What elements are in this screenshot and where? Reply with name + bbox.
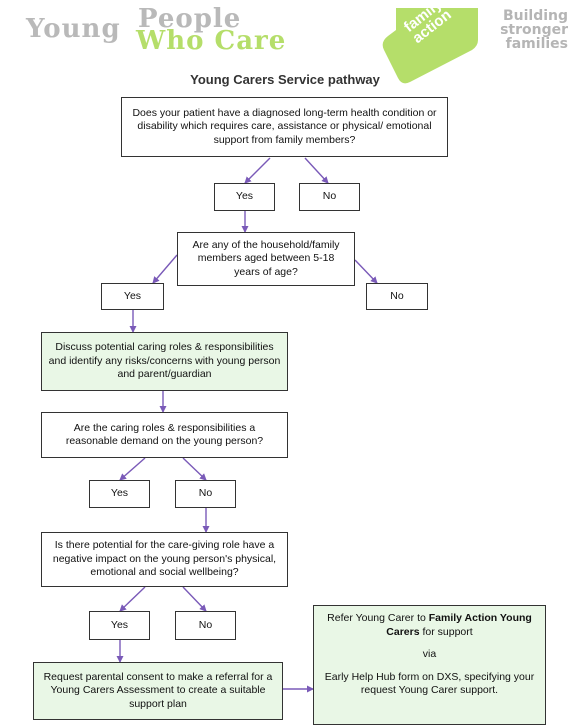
q2-yes-box: Yes — [101, 283, 164, 310]
arrow-q2-yes — [152, 254, 178, 284]
logo-word-who-care: Who Care — [136, 26, 287, 56]
q2-no-label: No — [390, 289, 404, 302]
question-negative-impact: Is there potential for the care-giving r… — [41, 532, 288, 587]
refer-young-carer-text: Refer Young Carer to Family Action Young… — [327, 612, 532, 638]
q4-yes-box: Yes — [89, 611, 150, 640]
discuss-caring-roles-text: Discuss potential caring roles & respons… — [48, 341, 281, 381]
family-action-logo-shape — [382, 8, 478, 84]
tagline: Building stronger families — [500, 8, 568, 52]
page-title: Young Carers Service pathway — [190, 72, 380, 87]
q1-no-label: No — [322, 190, 337, 203]
arrow-q4-no — [182, 586, 207, 612]
q1-yes-box: Yes — [214, 183, 275, 211]
request-parental-consent: Request parental consent to make a refer… — [33, 662, 283, 720]
request-parental-consent-text: Request parental consent to make a refer… — [43, 670, 273, 710]
question-reasonable-demand-text: Are the caring roles & responsibilities … — [65, 421, 264, 448]
question-long-term-condition-text: Does your patient have a diagnosed long-… — [132, 106, 437, 146]
q2-no-box: No — [366, 283, 428, 310]
q3-yes-label: Yes — [110, 487, 129, 500]
q1-no-box: No — [299, 183, 360, 211]
question-long-term-condition: Does your patient have a diagnosed long-… — [121, 97, 448, 157]
q3-yes-box: Yes — [89, 480, 150, 508]
arrow-q4-yes — [119, 586, 146, 612]
question-household-members-text: Are any of the household/family members … — [192, 238, 340, 278]
arrow-q2-no — [354, 259, 378, 284]
arrow-q1-no — [304, 157, 329, 184]
arrow-q3-no — [182, 457, 207, 481]
q4-no-box: No — [175, 611, 236, 640]
q1-yes-label: Yes — [235, 190, 254, 203]
q3-no-box: No — [175, 480, 236, 508]
question-reasonable-demand: Are the caring roles & responsibilities … — [41, 412, 288, 458]
q3-no-label: No — [198, 487, 213, 500]
q2-yes-label: Yes — [123, 289, 142, 302]
q4-yes-label: Yes — [110, 618, 129, 631]
arrow-q3-yes — [119, 457, 146, 481]
question-household-members: Are any of the household/family members … — [177, 232, 355, 286]
family-action-young-carers-label: Family Action Young Carers — [386, 612, 532, 638]
discuss-caring-roles: Discuss potential caring roles & respons… — [41, 332, 288, 391]
family-action-logo: family action — [382, 0, 482, 84]
refer-via-label: via — [422, 648, 437, 660]
q4-no-label: No — [198, 618, 213, 631]
arrow-q1-yes — [244, 157, 271, 184]
refer-form-instructions: Early Help Hub form on DXS, specifying y… — [324, 670, 535, 697]
refer-young-carer: Refer Young Carer to Family Action Young… — [313, 605, 546, 725]
question-negative-impact-text: Is there potential for the care-giving r… — [52, 539, 277, 579]
